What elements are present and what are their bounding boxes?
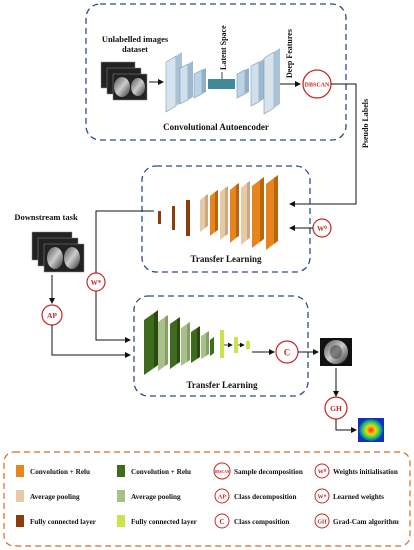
svg-text:W*: W* (91, 279, 102, 287)
svg-text:Fully connected layer: Fully connected layer (131, 518, 198, 526)
svg-text:C: C (284, 348, 291, 358)
dbscan-node: DBSCAN (302, 69, 332, 99)
svg-text:W⁰: W⁰ (317, 225, 327, 233)
svg-text:Fully connected layer: Fully connected layer (30, 518, 97, 526)
svg-text:Average pooling: Average pooling (131, 493, 181, 501)
autoencoder-shapes (165, 48, 280, 115)
svg-text:Grad-Cam algorithm: Grad-Cam algorithm (333, 518, 399, 526)
unlabelled-images-stack (100, 61, 148, 101)
dataset-label-1: Unlabelled images (102, 34, 169, 44)
svg-text:Weights initialisation: Weights initialisation (333, 468, 398, 476)
arrow-pseudo-labels (289, 83, 357, 207)
legend-col3: DBSCAN Sample decomposition AP Class dec… (213, 462, 303, 529)
c-node: C (275, 340, 299, 364)
dataset-label-2: dataset (122, 44, 148, 54)
legend-box (3, 451, 411, 547)
autoencoder-box (85, 3, 347, 141)
svg-text:GH: GH (330, 404, 342, 413)
arrow-ap-to-network (51, 325, 131, 358)
w0-node: W⁰ (312, 218, 332, 238)
svg-text:AP: AP (47, 311, 57, 320)
transfer-learning-title-1: Transfer Learning (191, 254, 262, 264)
svg-text:GH: GH (317, 520, 327, 526)
pseudo-labels-label: Pseudo Labels (361, 99, 370, 148)
svg-text:Sample decomposition: Sample decomposition (234, 468, 303, 476)
downstream-network (144, 310, 250, 375)
transfer-learning-title-2: Transfer Learning (187, 380, 258, 390)
downstream-label: Downstream task (14, 212, 78, 222)
downstream-images-stack (31, 231, 85, 273)
transfer-learning-box-1 (141, 165, 311, 273)
transfer-learning-box-2 (133, 295, 309, 397)
legend-col4: W⁰ Weights initialisation W* Learned wei… (314, 463, 399, 529)
svg-text:AP: AP (218, 495, 226, 501)
autoencoder-title: Convolutional Autoencoder (163, 122, 269, 132)
output-mri-image (320, 338, 352, 366)
svg-text:DBSCAN: DBSCAN (305, 83, 330, 89)
svg-text:C: C (219, 518, 224, 526)
svg-text:Learned weights: Learned weights (333, 493, 384, 501)
svg-text:W*: W* (318, 495, 327, 501)
gh-node: GH (324, 396, 348, 420)
svg-text:Convolution + Relu: Convolution + Relu (30, 468, 90, 476)
latent-space-label: Latent Space (219, 25, 228, 70)
pretext-network (158, 175, 278, 250)
svg-text:Average pooling: Average pooling (30, 493, 80, 501)
svg-text:Convolution + Relu: Convolution + Relu (131, 468, 191, 476)
svg-text:Class decomposition: Class decomposition (234, 493, 297, 501)
gradcam-heatmap (358, 418, 384, 442)
arrow-gh-to-heatmap (335, 419, 357, 433)
w-star-node: W* (86, 272, 106, 292)
ap-node: AP (41, 304, 63, 326)
legend-col2: Convolution + Relu Average pooling Fully… (117, 465, 198, 527)
deep-features-label: Deep Features (285, 29, 294, 78)
legend-col1: Convolution + Relu Average pooling Fully… (16, 465, 97, 527)
svg-text:Class composition: Class composition (234, 518, 289, 526)
svg-text:DBSCAN: DBSCAN (215, 470, 230, 474)
svg-text:W⁰: W⁰ (318, 469, 327, 476)
